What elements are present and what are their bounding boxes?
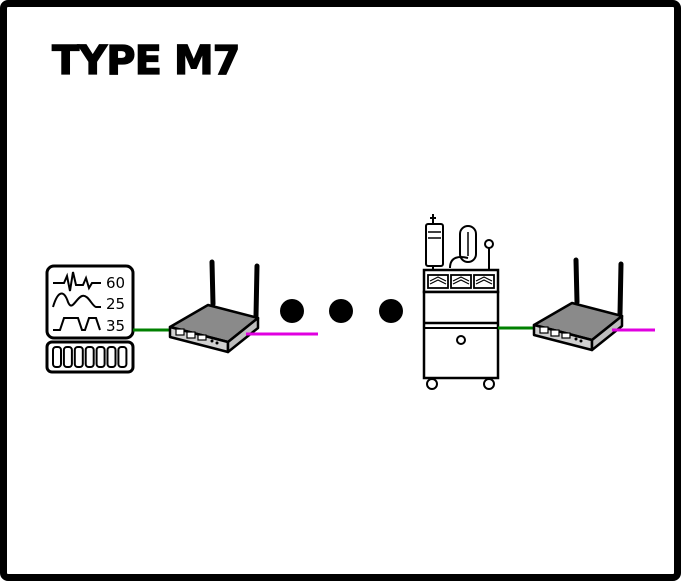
ecg-waveform-icon bbox=[53, 271, 101, 292]
wireless-router-icon-left bbox=[168, 259, 260, 354]
ellipsis-dot bbox=[379, 299, 403, 323]
keypad-key bbox=[52, 346, 62, 368]
ellipsis-dot bbox=[329, 299, 353, 323]
diagram-title: TYPE M7 bbox=[51, 37, 241, 84]
vital-value-3: 35 bbox=[106, 317, 125, 335]
patient-monitor-icon: 60 25 35 bbox=[45, 264, 135, 374]
keypad-key bbox=[84, 346, 95, 368]
keypad-key bbox=[62, 346, 73, 368]
ellipsis-dots bbox=[280, 299, 403, 323]
medical-cart-icon bbox=[422, 214, 500, 390]
vital-value-1: 60 bbox=[106, 274, 125, 292]
ellipsis-dot bbox=[280, 299, 304, 323]
keypad-key bbox=[95, 346, 106, 368]
capnography-waveform-icon bbox=[53, 317, 101, 331]
keypad-key bbox=[106, 346, 117, 368]
vital-value-2: 25 bbox=[106, 295, 125, 313]
monitor-keypad bbox=[52, 346, 128, 368]
wireless-router-icon-right bbox=[532, 257, 624, 352]
respiration-waveform-icon bbox=[52, 292, 101, 308]
keypad-key bbox=[73, 346, 84, 368]
keypad-key bbox=[117, 346, 128, 368]
